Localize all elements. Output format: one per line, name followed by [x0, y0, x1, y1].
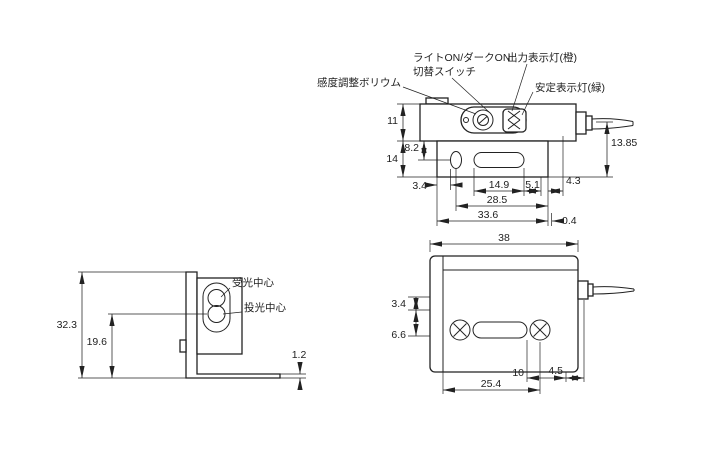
front-extension-lines [397, 103, 613, 226]
dim-hole-distance: 25.4 [481, 378, 502, 390]
dim-overall-width: 38 [498, 232, 510, 244]
dim-foot-thickness: 1.2 [292, 349, 307, 361]
cable-gland [575, 111, 587, 135]
dim-body-height: 11 [387, 115, 398, 127]
dim-edge-offset: 3.4 [391, 298, 406, 310]
dim-slot-to-edge: 5.1 [525, 179, 540, 191]
front-dimensions: 11 8.2 14 3.4 14.9 5.1 4.3 28.5 33.6 0.4… [386, 104, 637, 227]
front-sensor-outline [419, 97, 634, 178]
dial-slot [478, 116, 488, 124]
switch-dot [463, 117, 469, 123]
indicator-cross [507, 119, 521, 130]
slot-mounting-hole [473, 152, 525, 168]
cable-gland-top [577, 280, 589, 300]
dim-slot-length: 14.9 [489, 179, 510, 191]
callout-receiver-center: 受光中心 [232, 276, 274, 289]
dim-plate-height: 14 [386, 153, 398, 165]
callout-switch-line1: ライトON/ダークON [413, 51, 510, 64]
callout-output-lamp: 出力表示灯(橙) [507, 51, 577, 64]
leader-line [220, 287, 231, 298]
front-callouts: 感度調整ボリウム ライトON/ダークON 切替スイッチ 出力表示灯(橙) 安定表… [317, 51, 605, 116]
leader-line [451, 77, 490, 113]
slot-top [472, 321, 528, 339]
top-extension-lines [408, 240, 585, 394]
dim-hole-offset: 8.2 [404, 142, 419, 154]
side-view: 受光中心 投光中心 32.3 19.6 1.2 [57, 271, 307, 390]
leader-line [511, 63, 528, 112]
top-view: 38 3.4 6.6 25.4 10 4.5 [391, 232, 635, 394]
sensitivity-dial-inner [477, 114, 489, 126]
side-dimensions: 32.3 19.6 1.2 [57, 272, 307, 390]
dim-overall-length: 33.6 [478, 209, 499, 221]
lens-housing-bump [425, 97, 449, 105]
dim-edge-to-hole: 3.4 [412, 180, 427, 192]
cable-gland-tip-top [587, 283, 594, 297]
dim-cable-height: 13.85 [611, 137, 637, 149]
side-tab [179, 339, 187, 353]
leader-line [402, 86, 477, 115]
top-outline [429, 255, 635, 373]
indicator-window [502, 108, 527, 133]
front-view: 感度調整ボリウム ライトON/ダークON 切替スイッチ 出力表示灯(橙) 安定表… [317, 51, 637, 227]
leader-line [521, 91, 534, 116]
screw-right [529, 319, 551, 341]
side-outline [179, 271, 281, 379]
optical-window [202, 282, 231, 333]
callout-emitter-center: 投光中心 [244, 301, 286, 314]
indicator-cross [507, 110, 521, 121]
cable [591, 118, 634, 122]
dim-hole-offset-top: 6.6 [391, 329, 406, 341]
leader-line [222, 311, 243, 315]
mounting-plate [436, 140, 549, 178]
sensor-body-side [196, 277, 243, 355]
cable [592, 290, 635, 295]
dim-lip: 0.4 [562, 215, 577, 227]
side-extension-lines [78, 271, 306, 379]
screw-left [449, 319, 471, 341]
cable [591, 125, 634, 130]
dim-cable-offset: 4.5 [548, 365, 563, 377]
sensor-body-top [429, 255, 579, 373]
sensitivity-dial-outer [472, 109, 494, 131]
cable-gland-tip [585, 115, 593, 131]
callout-stability-lamp: 安定表示灯(緑) [535, 81, 605, 94]
dim-emitter-height: 19.6 [87, 336, 108, 348]
callout-sensitivity: 感度調整ボリウム [317, 76, 401, 89]
dim-edge-to-cable: 4.3 [566, 175, 581, 187]
dim-hole-to-edge: 10 [512, 367, 524, 379]
dim-total-height: 32.3 [57, 319, 78, 331]
receiver-lens [207, 289, 226, 307]
callout-switch-line2: 切替スイッチ [413, 65, 476, 78]
top-dimensions: 38 3.4 6.6 25.4 10 4.5 [391, 232, 584, 393]
cable [592, 286, 635, 290]
dim-hole-span: 28.5 [487, 194, 508, 206]
side-callouts: 受光中心 投光中心 [220, 276, 286, 315]
